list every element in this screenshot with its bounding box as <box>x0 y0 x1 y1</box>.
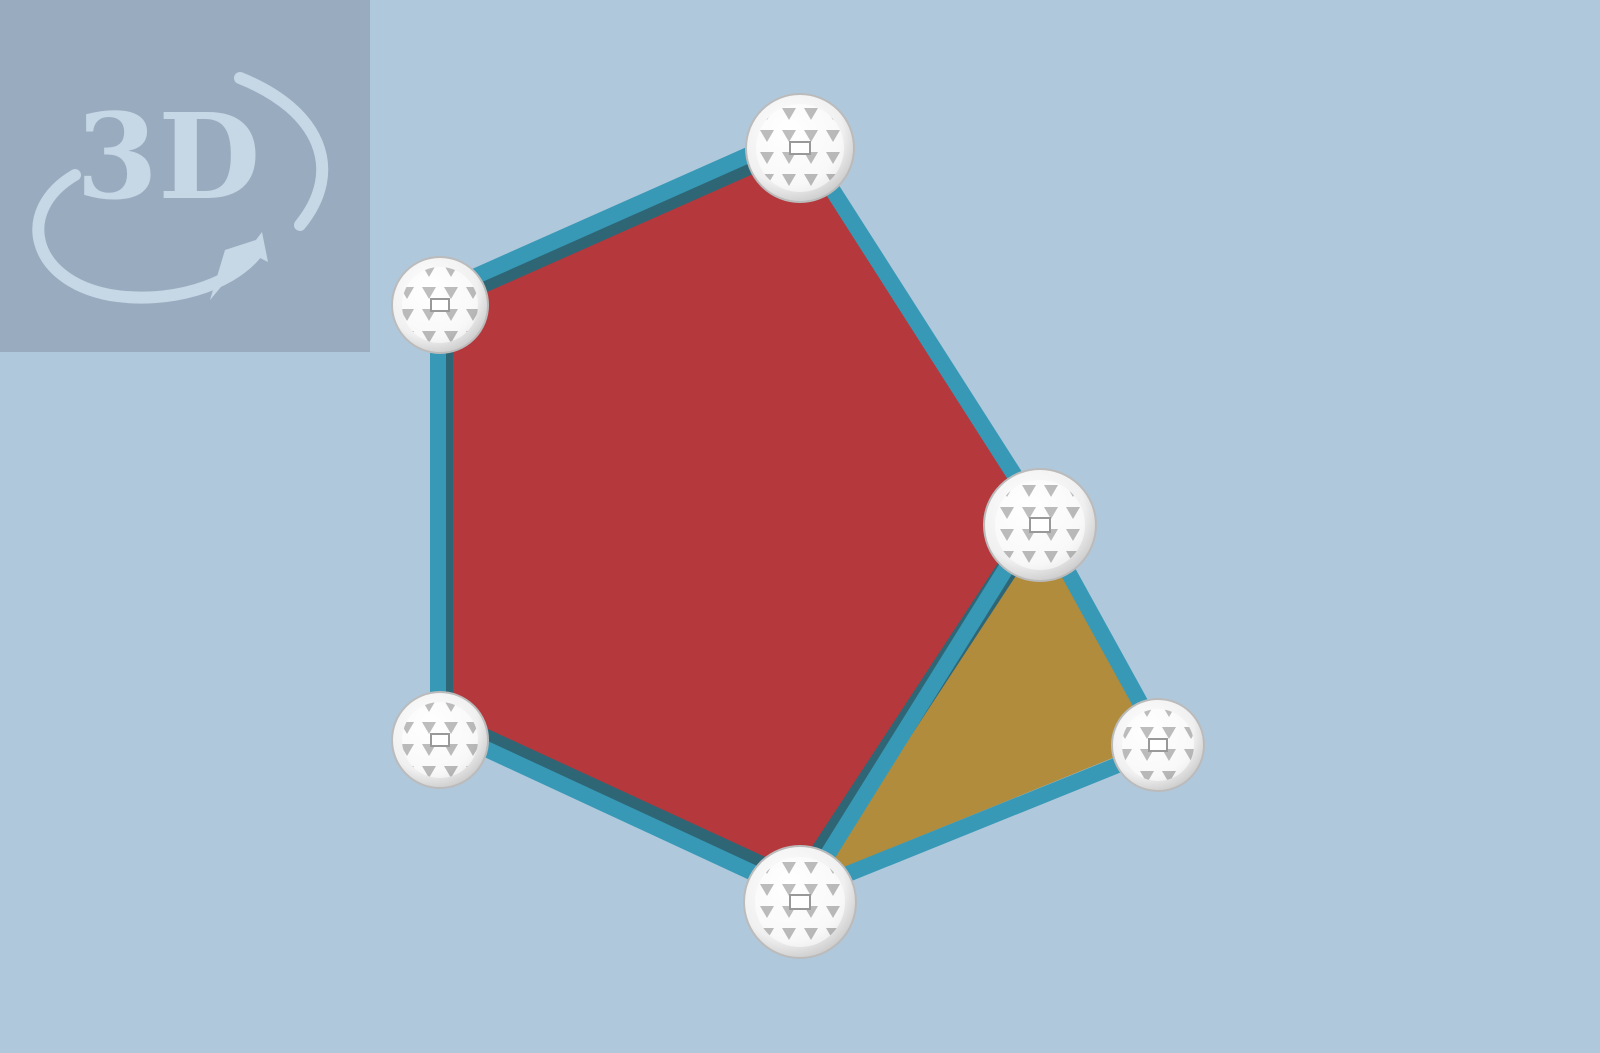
rotate-3d-icon: 3D <box>32 72 329 304</box>
node-left-lower[interactable] <box>391 691 489 789</box>
badge-label: 3D <box>76 87 260 226</box>
triangle-face[interactable] <box>800 522 1152 885</box>
node-left-upper[interactable] <box>391 256 489 354</box>
node-right[interactable] <box>983 468 1097 582</box>
3d-view-badge[interactable]: 3D <box>0 0 370 352</box>
pentagon-face[interactable] <box>442 142 1038 885</box>
node-far-right[interactable] <box>1111 698 1205 792</box>
node-bottom[interactable] <box>743 845 857 959</box>
node-top[interactable] <box>745 93 855 203</box>
connector-nodes <box>391 93 1205 959</box>
